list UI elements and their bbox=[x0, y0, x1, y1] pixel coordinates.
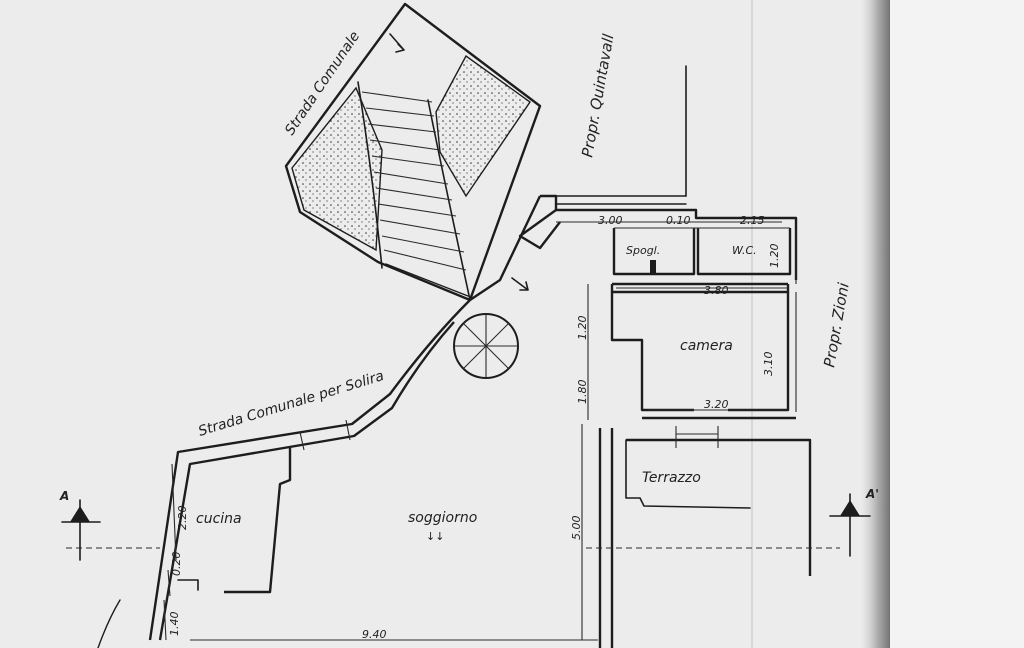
section-mark-left bbox=[61, 499, 101, 561]
planter-right bbox=[435, 54, 531, 198]
garden-staircase bbox=[284, 2, 542, 302]
dim-120b: 1.20 bbox=[576, 316, 589, 341]
room-cucina: cucina bbox=[196, 511, 242, 527]
dim-300: 3.00 bbox=[598, 214, 623, 227]
entry-arrow bbox=[389, 33, 405, 53]
room-terrazzo: Terrazzo bbox=[642, 470, 701, 486]
room-camera: camera bbox=[680, 338, 733, 354]
dim-320: 3.20 bbox=[704, 398, 729, 411]
dim-220: 2.20 bbox=[176, 506, 189, 531]
dim-010: 0.10 bbox=[666, 214, 691, 227]
planter-left bbox=[291, 86, 383, 252]
dim-940: 9.40 bbox=[362, 628, 387, 641]
dim-310: 3.10 bbox=[762, 352, 775, 377]
section-label-right: A' bbox=[865, 487, 879, 501]
spiral-staircase bbox=[453, 313, 519, 379]
room-spogl: Spogl. bbox=[626, 244, 660, 257]
dim-215: 2.15 bbox=[740, 214, 765, 227]
room-wc: W.C. bbox=[732, 244, 757, 257]
spogl-door bbox=[650, 260, 656, 274]
dim-020: 0.20 bbox=[170, 552, 183, 577]
dim-500: 5.00 bbox=[570, 516, 583, 541]
soggiorno-mark: ↓↓ bbox=[426, 530, 444, 543]
building-walls bbox=[97, 194, 812, 648]
room-soggiorno: soggiorno bbox=[408, 510, 477, 526]
section-mark-right bbox=[829, 493, 871, 557]
dim-380: 3.80 bbox=[704, 284, 729, 297]
section-label-left: A bbox=[59, 489, 69, 503]
dim-180: 1.80 bbox=[576, 380, 589, 405]
entry-arrow-2 bbox=[511, 277, 529, 291]
dimension-lines bbox=[66, 221, 840, 641]
dim-140: 1.40 bbox=[168, 612, 181, 637]
paper-edge bbox=[890, 0, 1024, 648]
dim-120a: 1.20 bbox=[768, 244, 781, 269]
